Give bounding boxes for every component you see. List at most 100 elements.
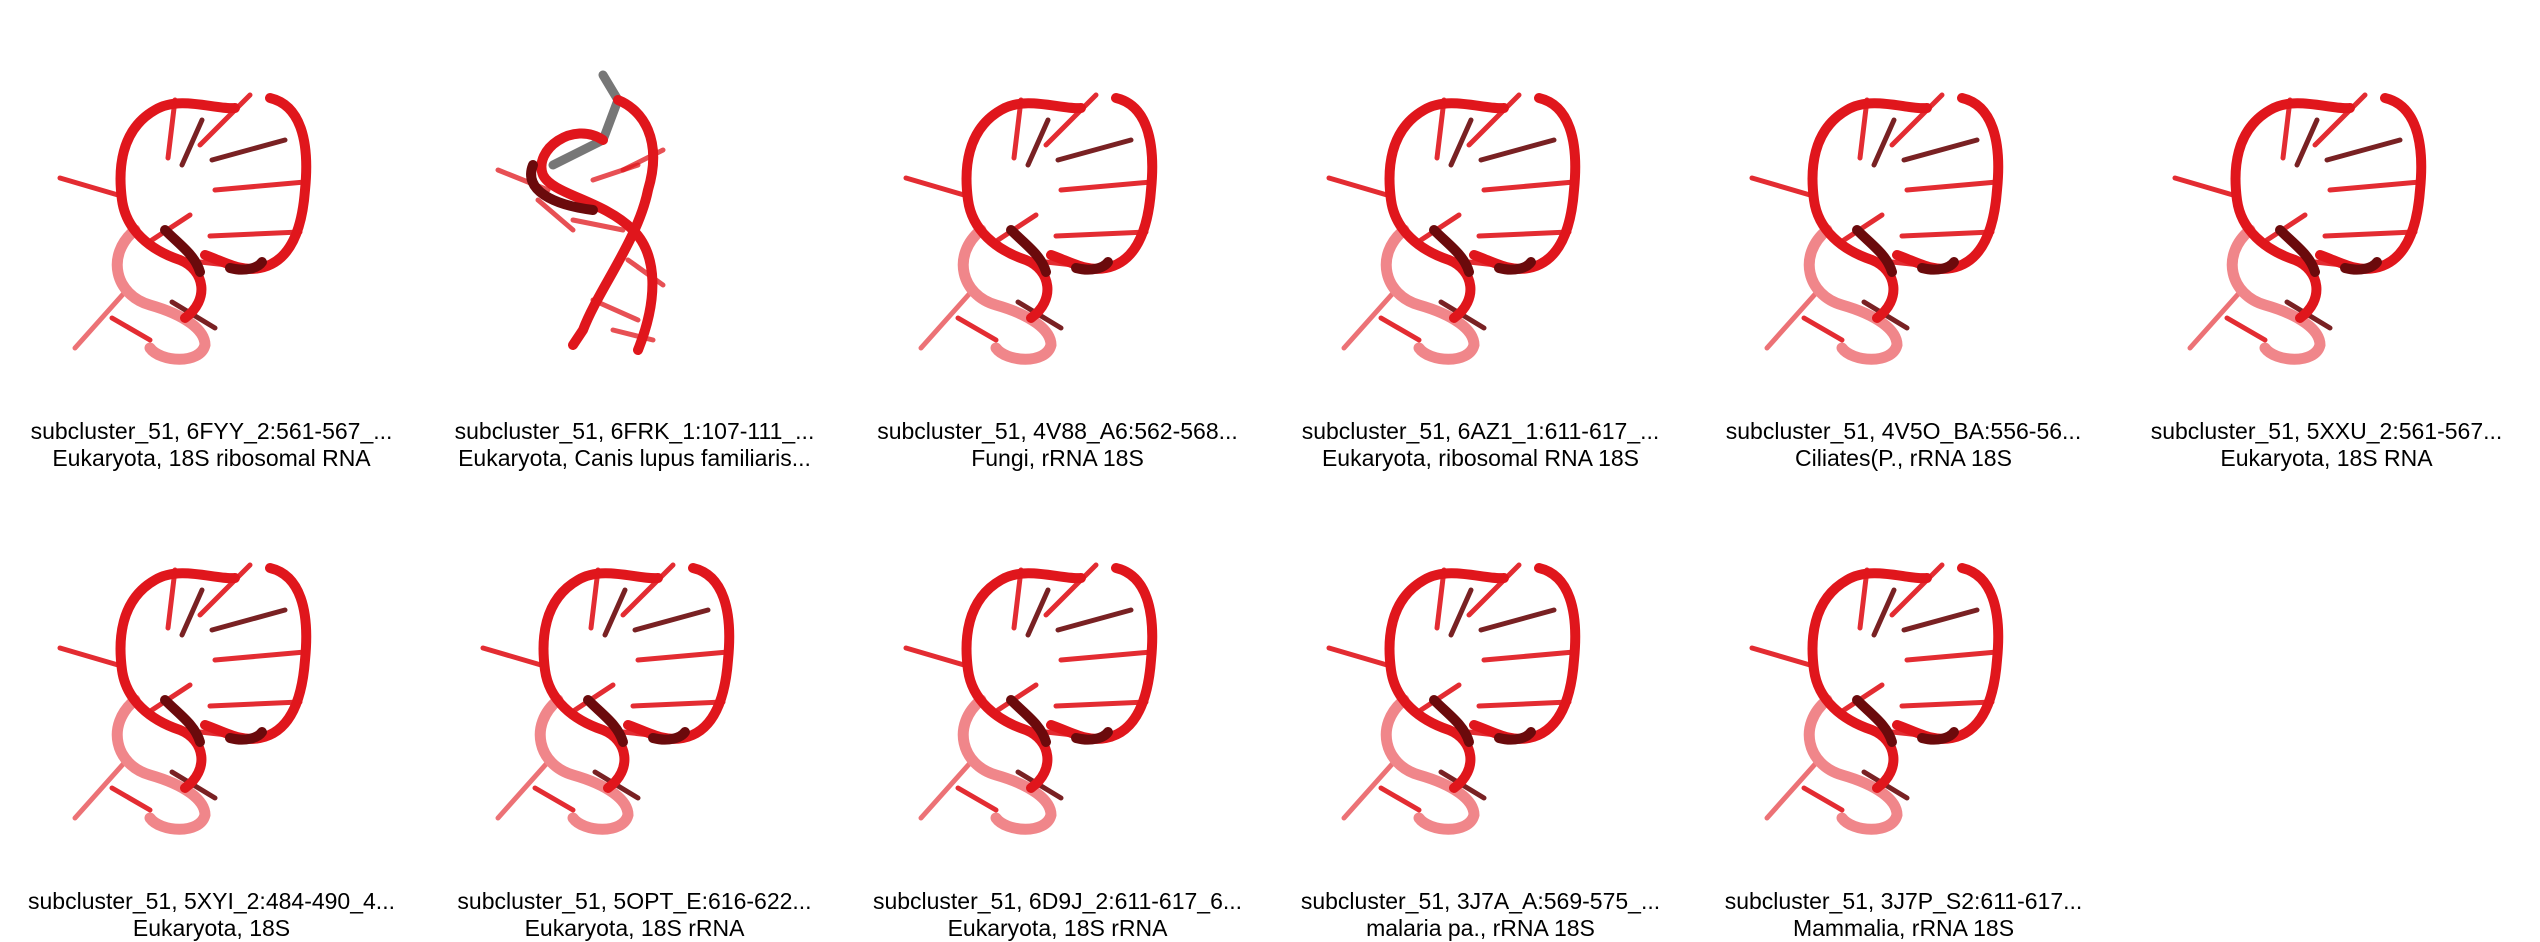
structure-panel-4: subcluster_51, 6AZ1_1:611-617_... Eukary… [1269,0,1692,471]
base-stick [1418,212,1462,243]
rna-structure-render [495,70,666,355]
base-stick [535,197,576,233]
base-stick [532,785,576,813]
base-stick [1901,137,1980,163]
base-stick [149,212,193,243]
rna-structure-render [1326,562,1581,835]
base-stick [57,175,121,198]
structure-subtitle: Mammalia, rRNA 18S [1792,915,2015,941]
base-stick [2322,229,2418,239]
rna-backbone-shadow [160,695,205,747]
structure-panel-5: subcluster_51, 4V5O_BA:556-56... Ciliate… [1692,0,2115,471]
rna-backbone-shadow [225,727,267,745]
base-stick [1326,645,1390,668]
base-stick [1904,179,2000,193]
rna-structure-render [903,562,1158,835]
base-stick [1478,607,1557,633]
base-stick [179,587,205,638]
base-stick [918,759,974,821]
structure-panel-1: subcluster_51, 6FYY_2:561-567_... Eukary… [0,0,423,471]
rna-structure-render [1749,562,2004,835]
base-stick [2264,212,2308,243]
base-stick [1434,567,1447,631]
structure-subtitle: Eukaryota, 18S rRNA [947,915,1168,941]
base-stick [572,682,616,713]
structure-panel-8: subcluster_51, 5OPT_E:616-622... Eukaryo… [423,470,846,941]
base-stick [1011,97,1024,161]
rna-structure-render [1749,92,2004,365]
structure-title: subcluster_51, 6D9J_2:611-617_6... [872,888,1243,914]
structure-title: subcluster_51, 6FYY_2:561-567_... [30,418,393,444]
base-stick [635,649,731,663]
structure-title: subcluster_51, 6AZ1_1:611-617_... [1301,418,1660,444]
structure-subtitle: Eukaryota, 18S [132,915,291,941]
base-stick [209,137,288,163]
base-stick [1904,649,2000,663]
base-stick [1055,607,1134,633]
structure-subtitle: Eukaryota, ribosomal RNA 18S [1321,445,1640,471]
rna-backbone-shadow [1852,225,1897,277]
structure-panel-2: subcluster_51, 6FRK_1:107-111_... Eukary… [423,0,846,471]
structure-panel-10: subcluster_51, 3J7A_A:569-575_... malari… [1269,470,1692,941]
base-stick [2172,175,2236,198]
base-stick [918,289,974,351]
base-stick [2280,97,2293,161]
base-stick [179,117,205,168]
structure-panel-6: subcluster_51, 5XXU_2:561-567... Eukaryo… [2115,0,2538,471]
base-stick [72,759,128,821]
base-stick [1901,607,1980,633]
base-stick [1889,562,1945,618]
base-stick [1434,97,1447,161]
base-stick [165,97,178,161]
structure-subtitle: malaria pa., rRNA 18S [1366,915,1595,941]
base-stick [602,587,628,638]
rna-backbone-shadow [1006,225,1051,277]
base-stick [109,785,153,813]
rna-backbone-shadow [2275,225,2320,277]
base-stick [209,607,288,633]
base-stick [207,699,303,709]
rna-backbone-shadow [1429,225,1474,277]
rna-backbone-shadow [648,727,690,745]
rna-backbone-shadow [1071,257,1113,275]
base-stick [2187,289,2243,351]
base-stick [1871,117,1897,168]
structure-subtitle: Eukaryota, Canis lupus familiaris... [458,445,811,471]
base-stick [1043,92,1099,148]
base-stick [1889,92,1945,148]
base-stick [570,217,626,233]
base-stick [1378,785,1422,813]
rna-structure-render [1326,92,1581,365]
base-stick [955,785,999,813]
base-stick [1481,179,1577,193]
base-stick [1841,682,1885,713]
base-stick [590,162,641,183]
base-stick [1418,682,1462,713]
base-stick [165,567,178,631]
base-stick [1476,699,1572,709]
base-stick [903,175,967,198]
structure-panel-3: subcluster_51, 4V88_A6:562-568... Fungi,… [846,0,1269,471]
base-stick [1481,649,1577,663]
base-stick [1749,645,1813,668]
rna-structure-render [2172,92,2427,365]
base-stick [197,562,253,618]
rna-structure-render [480,562,735,835]
structure-title: subcluster_51, 5XYI_2:484-490_4... [28,888,395,914]
base-stick [1764,759,1820,821]
base-stick [2294,117,2320,168]
base-stick [2327,179,2423,193]
base-stick [955,315,999,343]
base-stick [1857,97,1870,161]
base-stick [1466,92,1522,148]
base-stick [2224,315,2268,343]
rna-backbone-shadow [1429,695,1474,747]
base-stick [2324,137,2403,163]
rna-backbone-shadow [526,160,598,215]
base-stick [1053,229,1149,239]
structure-panel-7: subcluster_51, 5XYI_2:484-490_4... Eukar… [0,470,423,941]
base-stick [2312,92,2368,148]
base-stick [1326,175,1390,198]
base-stick [72,289,128,351]
base-stick [1341,289,1397,351]
